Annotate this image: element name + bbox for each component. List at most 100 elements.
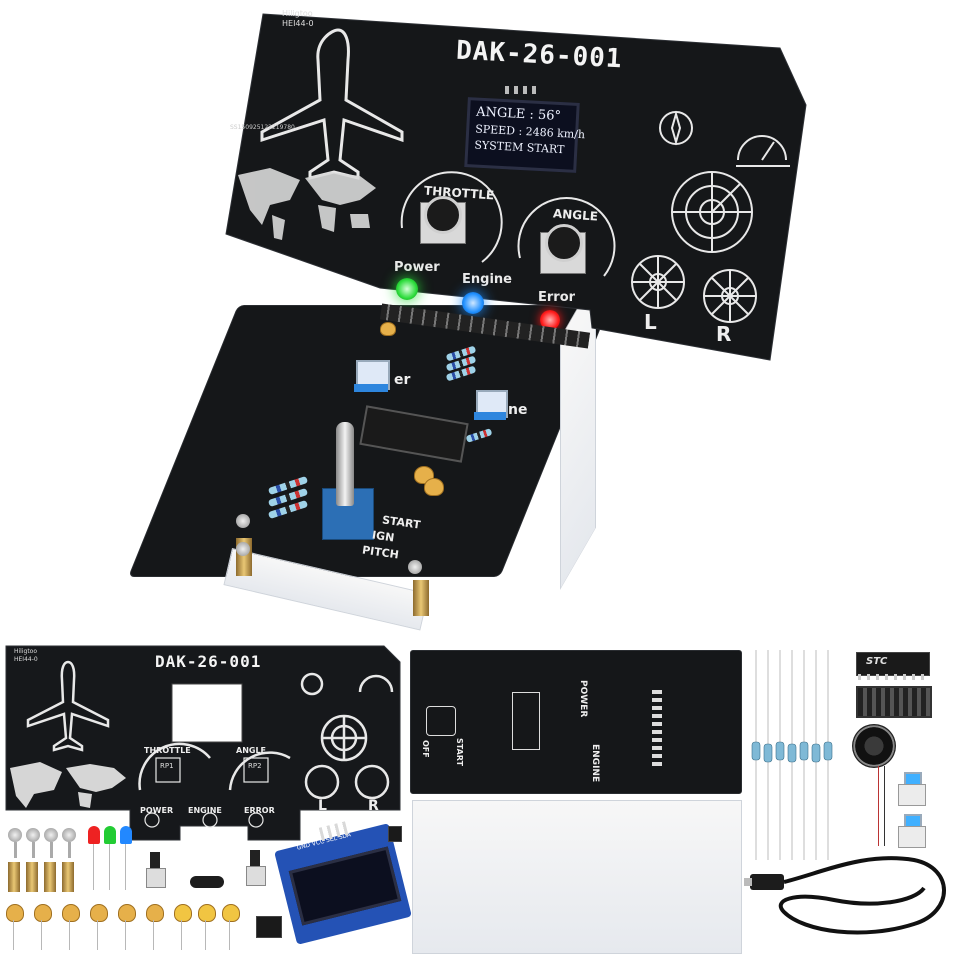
- ceramic-capacitor: [174, 904, 192, 922]
- speaker: [852, 724, 896, 768]
- brass-standoff: [26, 862, 38, 892]
- speaker-wire: [878, 766, 879, 846]
- brand-label: Hiligtoo: [282, 9, 313, 18]
- ic-socket-part: [856, 686, 932, 718]
- kit-potentiometer-shaft: [150, 852, 160, 868]
- ceramic-capacitor: [90, 904, 108, 922]
- kit-brand-label: Hiligtoo: [14, 648, 38, 655]
- brass-standoff: [44, 862, 56, 892]
- ceramic-capacitor: [380, 322, 396, 336]
- kit-panel-title: DAK-26-001: [155, 652, 262, 671]
- engine-right-label: R: [716, 322, 732, 346]
- airplane-graphic: [260, 28, 404, 180]
- kit-rp1-label: RP1: [160, 762, 174, 770]
- kit-rp2-label: RP2: [248, 762, 262, 770]
- pcb-engine-label: ENGINE: [590, 744, 600, 783]
- top-instrument-panel: [225, 13, 807, 361]
- capacitor-lead: [229, 920, 230, 950]
- capacitor-lead: [69, 920, 70, 950]
- radar-icon: [671, 171, 753, 253]
- throttle-knob[interactable]: [424, 196, 462, 234]
- engine-push-button-base: [474, 412, 506, 420]
- screw-shaft: [68, 842, 71, 858]
- led-lead: [93, 844, 94, 890]
- led-lead: [125, 844, 126, 890]
- acrylic-sheet: [412, 800, 742, 954]
- kit-right-label: R: [368, 798, 379, 814]
- pcb-off-label: OFF: [421, 740, 430, 758]
- ceramic-capacitor: [146, 904, 164, 922]
- screw: [62, 828, 76, 842]
- capacitor-lead: [125, 920, 126, 950]
- kit-potentiometer: [246, 866, 266, 886]
- ceramic-capacitor: [118, 904, 136, 922]
- kit-left-label: L: [318, 798, 327, 814]
- serial-label: SS150925122219780: [230, 124, 295, 131]
- error-led-label: Error: [538, 290, 576, 305]
- crystal-oscillator: [190, 876, 224, 888]
- ceramic-capacitor: [424, 478, 444, 496]
- power-led: [396, 278, 418, 300]
- pcb-power-label: POWER: [578, 680, 588, 718]
- transistor: [388, 826, 402, 842]
- kit-led-green: [104, 826, 116, 844]
- pcb-header-footprint: [652, 690, 662, 770]
- engine-led: [462, 292, 484, 314]
- model-label: HEI44-0: [282, 19, 314, 28]
- capacitor-lead: [97, 920, 98, 950]
- oled-speed-text: SPEED : 2486 km/h: [474, 122, 586, 142]
- brass-standoff: [62, 862, 74, 892]
- ceramic-capacitor: [6, 904, 24, 922]
- kit-power-label: POWER: [140, 806, 174, 815]
- screw-shaft: [50, 842, 53, 858]
- kit-led-red: [88, 826, 100, 844]
- screw: [236, 542, 250, 556]
- engine-led-label: Engine: [462, 272, 512, 287]
- power-button-label-fragment: er: [394, 372, 411, 388]
- kit-engine-label: ENGINE: [188, 806, 222, 815]
- ceramic-capacitor: [62, 904, 80, 922]
- kit-model-label: HEI44-0: [14, 656, 38, 663]
- angle-dial-arc: [517, 197, 616, 277]
- ceramic-capacitor: [34, 904, 52, 922]
- engine-left-label: L: [644, 310, 657, 334]
- oled-display: ANGLE : 56° SPEED : 2486 km/h SYSTEM STA…: [464, 97, 586, 173]
- toggle-switch-lever[interactable]: [336, 422, 354, 506]
- kit-led-blue: [120, 826, 132, 844]
- screw: [8, 828, 22, 842]
- throttle-dial-arc: [400, 171, 503, 263]
- angle-knob[interactable]: [545, 224, 583, 262]
- ic-chip-pins: [858, 674, 926, 680]
- ceramic-capacitor: [198, 904, 216, 922]
- standoff: [413, 580, 429, 616]
- capacitor-lead: [13, 920, 14, 950]
- kit-push-button-body: [898, 826, 926, 848]
- bare-pcb-board: [410, 650, 742, 794]
- capacitor-lead: [41, 920, 42, 950]
- oled-pins: [505, 86, 539, 94]
- pcb-ic-footprint: [512, 692, 540, 750]
- pcb-start-label: START: [455, 738, 464, 767]
- small-ic-chip: [256, 916, 282, 938]
- screw: [408, 560, 422, 574]
- screw: [236, 514, 250, 528]
- oled-status-text: SYSTEM START: [474, 138, 565, 157]
- turbine-icon-right: [703, 269, 757, 323]
- ic-chip-label: STC: [866, 656, 888, 667]
- speaker-wire: [884, 766, 885, 846]
- kit-potentiometer: [146, 868, 166, 888]
- brass-standoff: [8, 862, 20, 892]
- speedometer-icon: [736, 135, 790, 167]
- compass-icon: [659, 110, 693, 146]
- power-push-button-base: [354, 384, 388, 392]
- pcb-switch-footprint: [426, 706, 456, 736]
- engine-button-label-fragment: ne: [508, 402, 528, 418]
- ceramic-capacitor: [222, 904, 240, 922]
- kit-error-label: ERROR: [244, 806, 275, 815]
- screw-shaft: [32, 842, 35, 858]
- led-lead: [109, 844, 110, 890]
- screw: [26, 828, 40, 842]
- screw-shaft: [14, 842, 17, 858]
- kit-throttle-label: THROTTLE: [144, 746, 191, 755]
- kit-potentiometer-shaft: [250, 850, 260, 866]
